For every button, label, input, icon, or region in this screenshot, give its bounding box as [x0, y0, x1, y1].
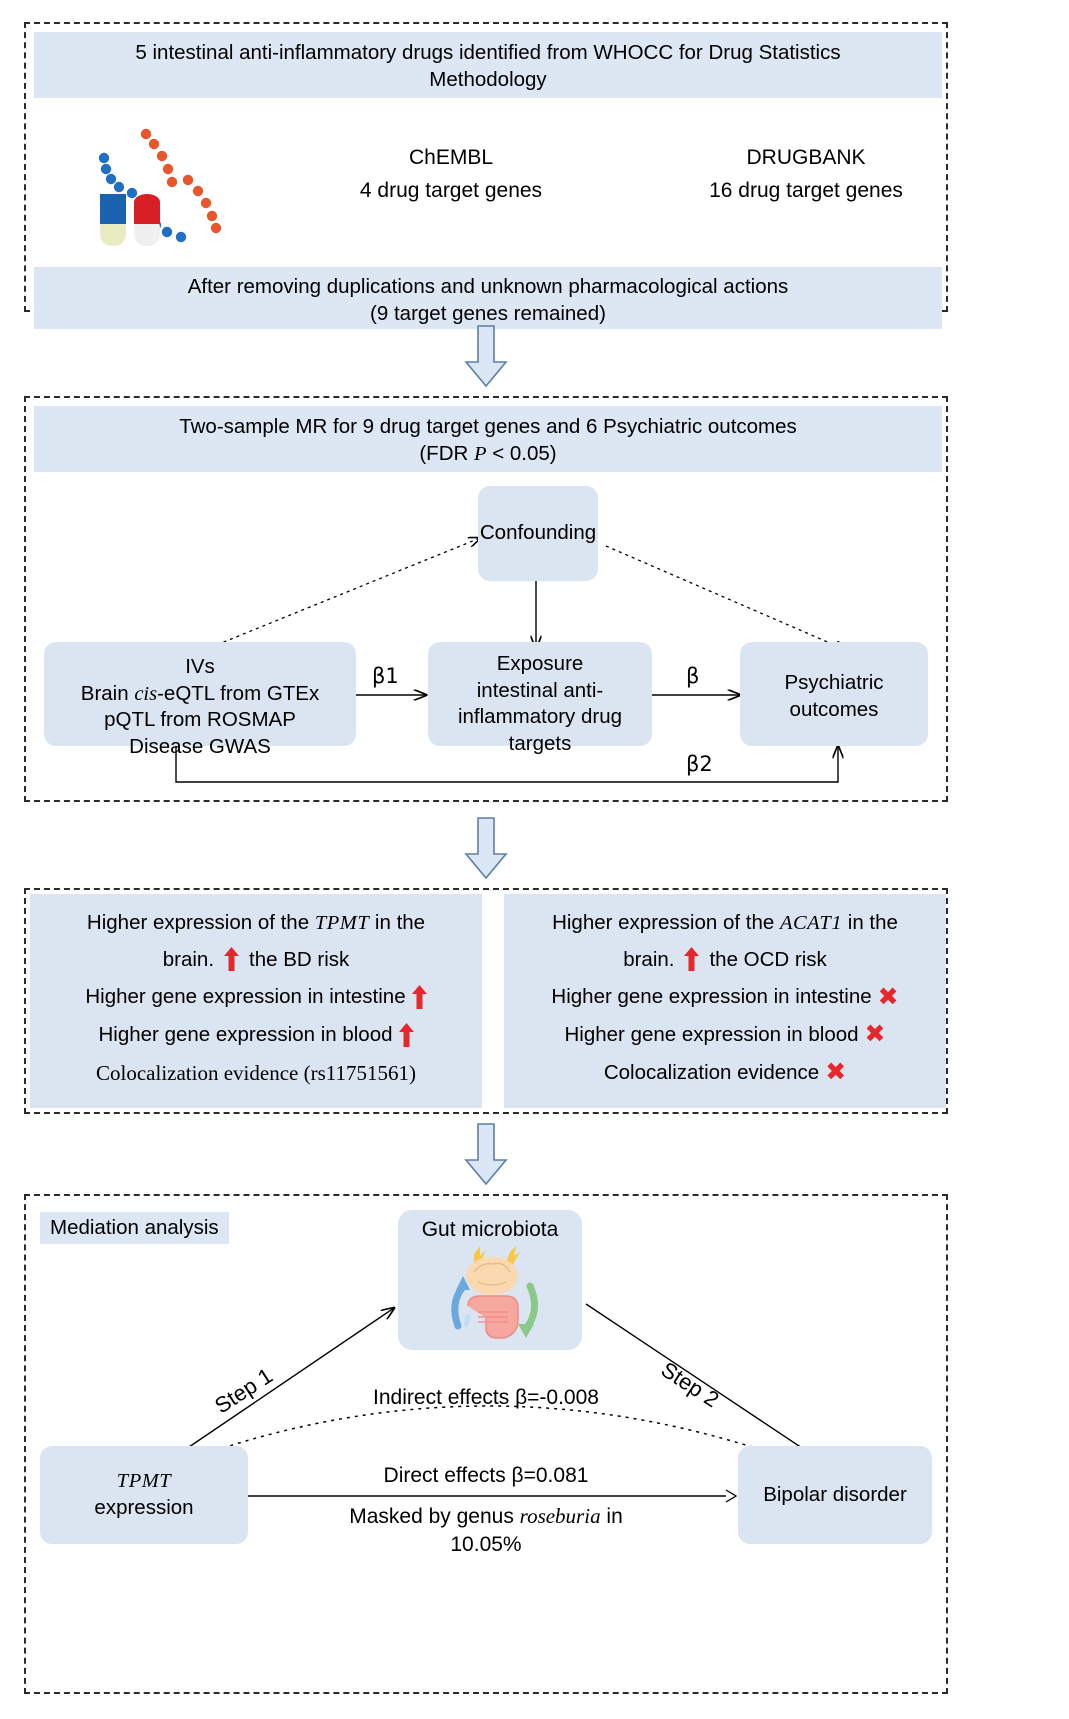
panel2-arrows — [175, 398, 946, 783]
fdr-suffix: < 0.05) — [486, 442, 557, 466]
database-chembl: ChEMBL 4 drug target genes — [326, 142, 576, 207]
flow-arrow-3 — [464, 1123, 508, 1186]
acat1-line4: Higher gene expression in blood ✖ — [564, 1020, 886, 1049]
tpmt-line5: Colocalization evidence (rs11751561) — [96, 1060, 416, 1085]
panel1-footer-line2: (9 target genes remained) — [370, 302, 606, 326]
confounding-box: Confounding — [478, 486, 598, 581]
tpmt-expression-gene: TPMT — [116, 1470, 172, 1492]
panel-two-sample-mr: Two-sample MR for 9 drug target genes an… — [24, 396, 948, 802]
up-arrow-icon — [411, 985, 427, 1010]
panel1-footer: After removing duplications and unknown … — [34, 267, 942, 329]
up-arrow-icon — [224, 947, 240, 972]
tpmt-line2: brain. the BD risk — [162, 947, 350, 972]
fdr-p-italic: P — [474, 443, 487, 466]
masked-by-genus-label: Masked by genus roseburia in 10.05% — [236, 1502, 736, 1560]
panel2-header: Two-sample MR for 9 drug target genes an… — [34, 406, 942, 472]
direct-effect-label: Direct effects β=0.081 — [383, 1464, 589, 1487]
acat1-line1: Higher expression of the ACAT1 in the — [552, 911, 898, 934]
up-arrow-icon — [398, 1022, 414, 1047]
gut-microbiota-box: Gut microbiota — [398, 1210, 582, 1350]
ivs-line4: Disease GWAS — [129, 734, 271, 758]
beta2-label: β2 — [686, 752, 713, 776]
outcome-box: Psychiatric outcomes — [740, 642, 928, 746]
panel-results: Higher expression of the TPMT in the bra… — [24, 888, 948, 1114]
mediation-analysis-tag: Mediation analysis — [40, 1212, 229, 1244]
acat1-line5: Colocalization evidence ✖ — [603, 1057, 847, 1086]
outcome-line2: outcomes — [789, 697, 879, 721]
ivs-box: IVs Brain cis-eQTL from GTEx pQTL from R… — [44, 642, 356, 758]
fdr-prefix: (FDR — [419, 442, 475, 466]
drugbank-detail: 16 drug target genes — [709, 178, 903, 202]
acat1-line3: Higher gene expression in intestine ✖ — [551, 982, 899, 1011]
result-box-acat1: Higher expression of the ACAT1 in the br… — [504, 894, 946, 1108]
panel2-header-line2: (FDR P < 0.05) — [54, 440, 922, 468]
outcome-line1: Psychiatric — [784, 671, 884, 694]
ivs-line2: Brain cis-eQTL from GTEx — [80, 681, 320, 705]
chembl-detail: 4 drug target genes — [359, 178, 543, 202]
exposure-line1: Exposure — [496, 652, 584, 675]
chembl-name: ChEMBL — [408, 146, 494, 169]
panel-drug-identification: 5 intestinal anti-inflammatory drugs ide… — [24, 22, 948, 329]
cross-icon: ✖ — [877, 982, 899, 1011]
panel1-header: 5 intestinal anti-inflammatory drugs ide… — [34, 32, 942, 98]
cross-icon: ✖ — [864, 1020, 886, 1049]
brain-gut-axis-icon — [422, 1246, 562, 1346]
up-arrow-icon — [684, 947, 700, 972]
gene-tpmt: TPMT — [314, 912, 370, 934]
panel2-header-line1: Two-sample MR for 9 drug target genes an… — [179, 415, 797, 438]
drugbank-name: DRUGBANK — [746, 146, 866, 169]
mediation-percent: 10.05% — [450, 1533, 522, 1557]
tpmt-line4: Higher gene expression in blood — [30, 1022, 482, 1048]
bipolar-disorder-box: Bipolar disorder — [738, 1446, 932, 1544]
dna-helix-pills-icon — [78, 116, 238, 246]
confounding-label: Confounding — [479, 521, 597, 545]
gut-microbiota-label: Gut microbiota — [421, 1218, 559, 1241]
database-drugbank: DRUGBANK 16 drug target genes — [671, 142, 941, 207]
result-box-tpmt: Higher expression of the TPMT in the bra… — [30, 894, 482, 1108]
tpmt-line1: Higher expression of the TPMT in the — [86, 911, 426, 934]
indirect-effect-label: Indirect effects β=-0.008 — [373, 1386, 599, 1409]
beta-label: β — [686, 664, 700, 688]
panel1-header-text: 5 intestinal anti-inflammatory drugs ide… — [135, 41, 841, 92]
flow-arrow-2 — [464, 817, 508, 880]
genus-roseburia: roseburia — [519, 1504, 601, 1528]
bipolar-disorder-label: Bipolar disorder — [763, 1482, 907, 1506]
exposure-line2: intestinal anti- — [476, 678, 604, 702]
tpmt-line3: Higher gene expression in intestine — [30, 984, 482, 1010]
exposure-line3: inflammatory drug — [457, 705, 623, 729]
panel1-footer-line1: After removing duplications and unknown … — [187, 275, 789, 298]
ivs-line3: pQTL from ROSMAP — [104, 708, 296, 732]
tpmt-expression-label: expression — [94, 1495, 194, 1519]
flow-arrow-1 — [464, 325, 508, 388]
tpmt-expression-box: TPMT expression — [40, 1446, 248, 1544]
ivs-title: IVs — [185, 655, 215, 678]
gene-acat1: ACAT1 — [779, 912, 843, 934]
exposure-line4: targets — [508, 731, 572, 755]
cross-icon: ✖ — [825, 1057, 847, 1086]
exposure-box: Exposure intestinal anti- inflammatory d… — [428, 642, 652, 755]
acat1-line2: brain. the OCD risk — [623, 947, 827, 972]
beta1-label: β1 — [372, 664, 399, 688]
panel-mediation-analysis: Mediation analysis Gut microbiota — [24, 1194, 948, 1694]
